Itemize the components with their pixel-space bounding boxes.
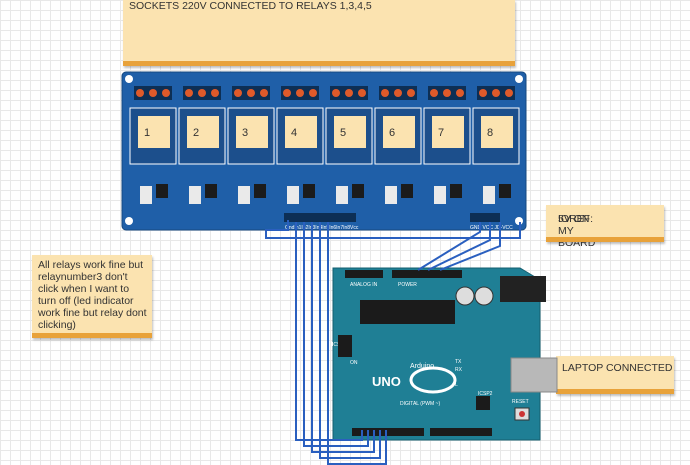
jumper-block (238, 186, 250, 204)
optocoupler (303, 184, 315, 198)
relay-label-box (138, 116, 170, 148)
analog-label: ANALOG IN (350, 282, 378, 288)
note-bar (546, 237, 664, 242)
relay-jd-labels: GND VCC JD-VCC (470, 225, 513, 231)
jumper-block (140, 186, 152, 204)
rx-label: RX (455, 367, 463, 373)
reset-label: RESET (512, 399, 529, 405)
terminal-screw (198, 89, 206, 97)
power-label: POWER (398, 282, 417, 288)
terminal-screw (394, 89, 402, 97)
optocoupler (401, 184, 413, 198)
note-laptop-text: LAPTOP CONNECTED (562, 362, 673, 374)
jumper-block (287, 186, 299, 204)
relay-number: 2 (193, 127, 199, 139)
wire-gnd-bus (265, 220, 521, 239)
terminal-screw (332, 89, 340, 97)
note-relay-issue: All relays work fine but relaynumber3 do… (32, 255, 152, 338)
terminal-screw (149, 89, 157, 97)
jumper-block (336, 186, 348, 204)
optocoupler (205, 184, 217, 198)
terminal-screw (234, 89, 242, 97)
terminal-screw (492, 89, 500, 97)
wire-in2 (303, 222, 369, 447)
terminal-screw (345, 89, 353, 97)
note-relay-issue-text: All relays work fine but relaynumber3 do… (38, 259, 147, 331)
relay-number: 6 (389, 127, 395, 139)
icsp2-header (476, 396, 490, 410)
wire-jdvcc (439, 222, 501, 271)
terminal-screw (211, 89, 219, 97)
terminal-screw (247, 89, 255, 97)
relay-number: 1 (144, 127, 150, 139)
jumper-block (434, 186, 446, 204)
relay-label-box (285, 116, 317, 148)
jumper-block (189, 186, 201, 204)
relay-label-box (236, 116, 268, 148)
relay-label-box (334, 116, 366, 148)
note-sockets: SOCKETS 220V CONNECTED TO RELAYS 1,3,4,5 (123, 0, 515, 66)
terminal-screw (443, 89, 451, 97)
on-label: ON (350, 360, 358, 366)
relay-number: 7 (438, 127, 444, 139)
terminal-screw (430, 89, 438, 97)
terminal-screw (296, 89, 304, 97)
icsp2-label: ICSP2 (478, 391, 493, 397)
terminal-screw (283, 89, 291, 97)
wire-in3 (311, 222, 375, 453)
arduino-uno[interactable]: UNO Arduino ON TX RX L POWER ANALOG IN D… (332, 267, 558, 441)
relay-label-box (187, 116, 219, 148)
terminal-screw (162, 89, 170, 97)
terminal-screw (456, 89, 464, 97)
optocoupler (156, 184, 168, 198)
icsp-header (338, 335, 352, 357)
relay-label-box (432, 116, 464, 148)
atmega-chip (360, 300, 455, 324)
terminal-screw (185, 89, 193, 97)
optocoupler (352, 184, 364, 198)
note-bar (32, 333, 152, 338)
terminal-screw (479, 89, 487, 97)
wire-in5 (327, 222, 387, 465)
relay-pin-labels: GndIn1In2In3In4In5In6In7In8Vcc (285, 225, 359, 231)
digital-label: DIGITAL (PWM ~) (400, 401, 440, 407)
tx-label: TX (455, 359, 462, 365)
note-laptop: LAPTOP CONNECTED (556, 356, 674, 394)
jumper-block (483, 186, 495, 204)
wires (265, 220, 521, 465)
relay-label-box (481, 116, 513, 148)
usb-port (510, 357, 558, 393)
relay-number: 4 (291, 127, 297, 139)
terminal-screw (407, 89, 415, 97)
relay-label-box (383, 116, 415, 148)
terminal-screw (381, 89, 389, 97)
wire-in4 (319, 222, 381, 459)
terminal-screw (136, 89, 144, 97)
relay-number: 3 (242, 127, 248, 139)
jumper-block (385, 186, 397, 204)
wire-ioref (427, 222, 491, 271)
relay-number: 5 (340, 127, 346, 139)
note-bar (123, 61, 515, 66)
wire-vcc (417, 222, 481, 271)
note-bar (556, 389, 674, 394)
uno-label: UNO (372, 374, 401, 389)
note-sockets-text: SOCKETS 220V CONNECTED TO RELAYS 1,3,4,5 (129, 0, 372, 12)
optocoupler (499, 184, 511, 198)
optocoupler (450, 184, 462, 198)
arduino-logo-text: Arduino (410, 363, 434, 370)
terminal-screw (309, 89, 317, 97)
relay-number: 8 (487, 127, 493, 139)
terminal-screw (505, 89, 513, 97)
terminal-screw (358, 89, 366, 97)
terminal-screw (260, 89, 268, 97)
note-ioref: IOREF:5V ON MY BOARD (546, 205, 664, 249)
l-label: L (455, 382, 458, 388)
power-jack (500, 276, 546, 302)
optocoupler (254, 184, 266, 198)
